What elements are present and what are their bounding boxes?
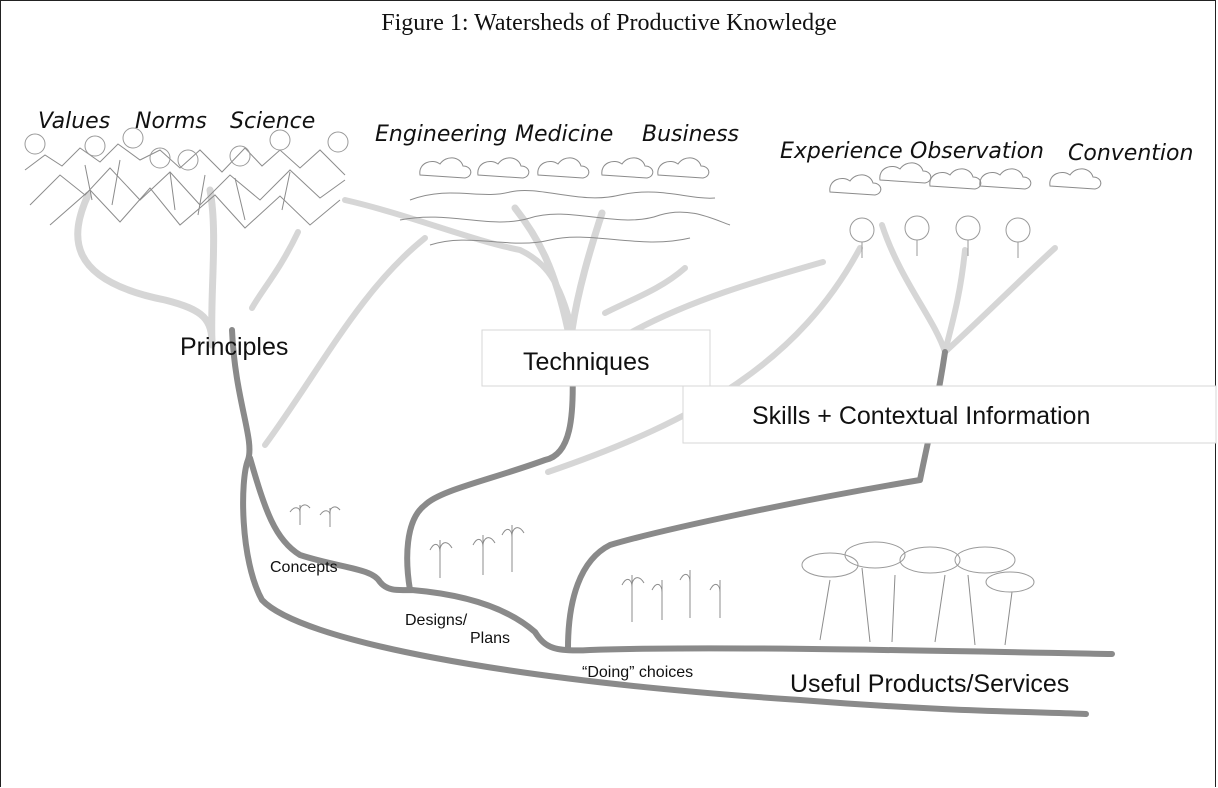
label-designs: Designs/ xyxy=(405,612,468,629)
label-plans: Plans xyxy=(470,630,510,647)
snowflake-icon xyxy=(24,127,349,171)
label-principles: Principles xyxy=(180,333,288,361)
tree-icon xyxy=(849,215,1031,258)
rain-cloud-icon xyxy=(419,157,710,179)
label-engineering: Engineering xyxy=(375,122,507,147)
sprout-icon xyxy=(289,504,341,527)
label-skills: Skills + Contextual Information xyxy=(752,402,1090,430)
label-doing-choices: “Doing” choices xyxy=(582,664,693,681)
label-observation: Observation xyxy=(910,139,1044,164)
rain-cloud-icon xyxy=(829,162,1102,196)
flower-icon xyxy=(801,541,1035,646)
trees-icon xyxy=(829,162,1102,258)
label-business: Business xyxy=(642,122,739,147)
label-products: Useful Products/Services xyxy=(790,670,1069,698)
tributary-streams xyxy=(74,186,1058,475)
techniques-box xyxy=(481,329,711,387)
label-concepts: Concepts xyxy=(270,559,338,576)
mountains-icon xyxy=(24,127,349,229)
label-techniques: Techniques xyxy=(523,348,649,376)
hills-icon xyxy=(399,157,731,246)
label-experience: Experience xyxy=(780,139,903,164)
label-norms: Norms xyxy=(135,109,207,134)
label-medicine: Medicine xyxy=(515,122,613,147)
skills-box xyxy=(682,385,1217,444)
figure-title: Figure 1: Watersheds of Productive Knowl… xyxy=(381,10,837,36)
label-convention: Convention xyxy=(1068,141,1193,166)
label-science: Science xyxy=(230,109,315,134)
label-values: Values xyxy=(38,109,110,134)
seedling-icon xyxy=(429,525,721,622)
